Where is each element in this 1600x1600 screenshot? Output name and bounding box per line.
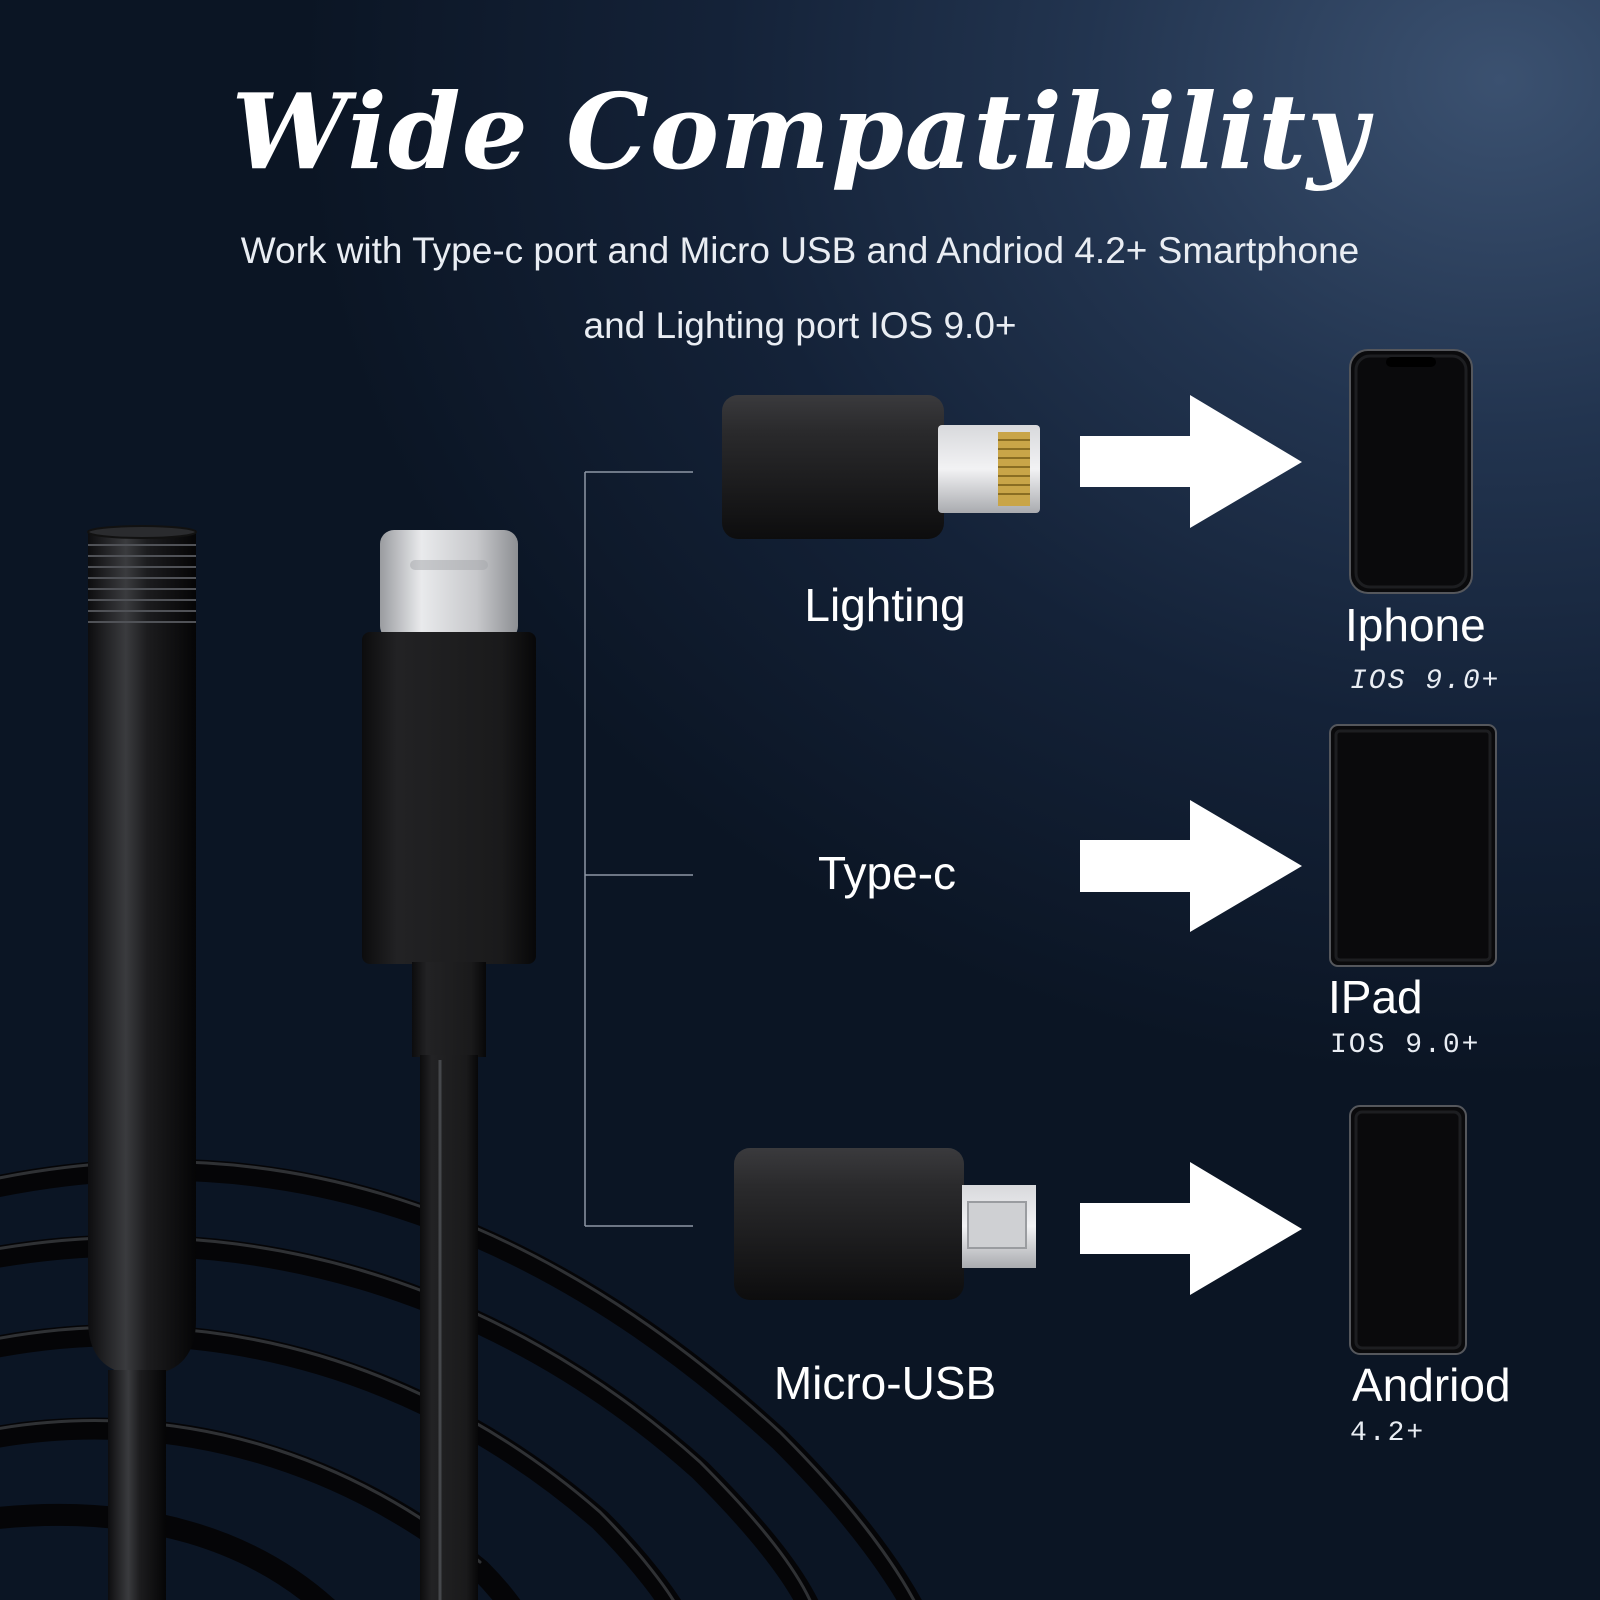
- connector-bracket: [584, 471, 693, 1227]
- page-title: Wide Compatibility: [231, 70, 1369, 193]
- device-name-iphone: Iphone: [1345, 599, 1486, 651]
- arrow-right-icon: [1080, 800, 1302, 932]
- device-version-ipad: IOS 9.0+: [1330, 1030, 1481, 1061]
- android-phone-icon: [1349, 1105, 1467, 1355]
- subtitle-line-2: and Lighting port IOS 9.0+: [583, 305, 1017, 346]
- connector-label-micro-usb: Micro-USB: [773, 1357, 997, 1409]
- arrow-right-icon: [1080, 395, 1302, 528]
- ipad-icon: [1329, 724, 1497, 967]
- device-version-iphone: IOS 9.0+: [1350, 666, 1501, 697]
- subtitle-line-1: Work with Type-c port and Micro USB and …: [240, 230, 1360, 271]
- endoscope-camera-probe: [87, 525, 197, 1600]
- usb-c-plug: [362, 530, 536, 1600]
- lightning-adapter: [722, 395, 1040, 539]
- device-name-android: Andriod: [1352, 1359, 1511, 1411]
- device-version-android: 4.2+: [1350, 1418, 1426, 1449]
- arrow-right-icon: [1080, 1162, 1302, 1295]
- micro-usb-adapter: [734, 1148, 1036, 1300]
- connector-label-lighting: Lighting: [804, 579, 966, 631]
- device-name-ipad: IPad: [1328, 971, 1423, 1023]
- iphone-icon: [1349, 349, 1473, 594]
- connector-label-type-c: Type-c: [817, 847, 957, 899]
